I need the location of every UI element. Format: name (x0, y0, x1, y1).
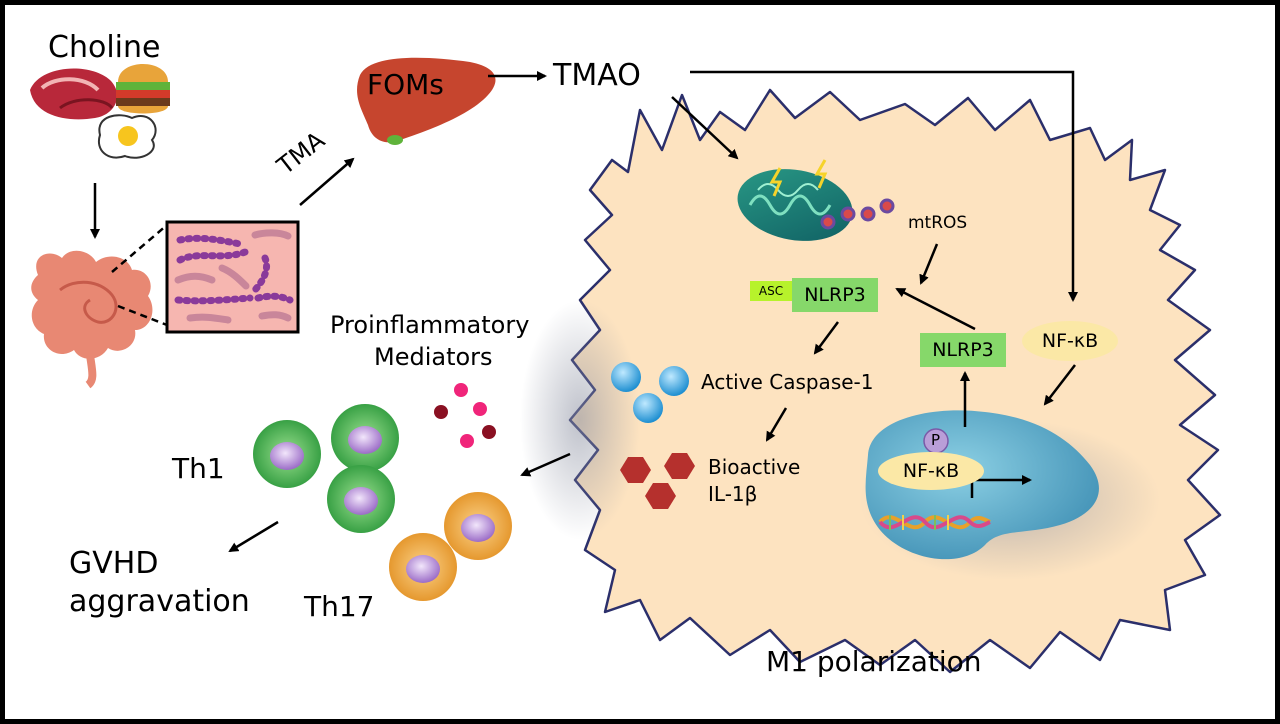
cell-shadow (520, 300, 640, 540)
mtros-label: mtROS (908, 213, 968, 233)
caspase-dot (611, 362, 641, 392)
il1b-hexagon (645, 483, 676, 509)
tmao-label: TMAO (553, 58, 641, 93)
il1b-hexagon (620, 457, 651, 483)
mediator-dot (454, 383, 468, 397)
il1b-label: IL-1β (708, 482, 758, 506)
arrow-cell-to-th (520, 452, 571, 477)
mediator-dot (473, 402, 487, 416)
th17-label: Th17 (304, 590, 375, 623)
th1-cell (331, 404, 399, 472)
foms-label: FOMs (367, 68, 444, 101)
intestine-icon (31, 250, 153, 389)
th17-cell (444, 492, 512, 560)
caspase-dot (659, 366, 689, 396)
m1-polarization-label: M1 polarization (766, 645, 982, 678)
asc-box: ASC (750, 281, 792, 301)
mediator-dot (434, 405, 448, 419)
mtros-dot (820, 214, 836, 230)
zoom-line (111, 224, 168, 273)
il1b-hexagon (664, 453, 695, 479)
dna-icon (878, 515, 991, 530)
arrow-tmao-to-nfkb (690, 70, 1078, 302)
bacteria-icon (174, 229, 294, 324)
phosphate-label: P (931, 431, 941, 449)
proinflammatory-label: Proinflammatory (330, 311, 530, 339)
active-caspase-label: Active Caspase-1 (701, 370, 874, 394)
arrow-caspase-to-il1b (765, 407, 788, 442)
meat-icon (30, 68, 118, 120)
mediator-dot (482, 425, 496, 439)
egg-icon (97, 114, 157, 159)
th1-cell (327, 465, 395, 533)
arrow-nfkb-to-nucleus (1043, 364, 1076, 406)
arrow-mtros-to-nlrp3 (919, 243, 939, 285)
nlrp3-box: NLRP3 (920, 333, 1006, 367)
nlrp3-complex-box: NLRP3 (792, 278, 878, 312)
burger-icon (116, 64, 170, 114)
zoom-line (117, 304, 168, 327)
th1-label: Th1 (172, 452, 225, 485)
arrow-nlrp3-to-complex (895, 287, 976, 331)
mtros-dot (840, 206, 856, 222)
arrow-th-to-gvhd (228, 520, 279, 553)
mtros-dot (860, 206, 876, 222)
liver-icon (357, 57, 496, 145)
arrow-tmao-to-mito (671, 96, 739, 160)
nfkb-nucleus-ellipse: NF-κB (878, 452, 984, 490)
gvhd-label: GVHD (69, 546, 159, 581)
th1-cell (253, 420, 321, 488)
th17-cell (389, 533, 457, 601)
arrow-tma-to-liver (299, 157, 355, 206)
arrow-complex-to-caspase (813, 321, 840, 355)
mediators-label: Mediators (374, 343, 493, 371)
choline-label: Choline (48, 30, 161, 65)
mediator-dot (460, 434, 474, 448)
mtros-dot (879, 198, 895, 214)
caspase-dot (633, 393, 663, 423)
nfkb-ellipse: NF-κB (1022, 321, 1118, 361)
aggravation-label: aggravation (69, 584, 250, 619)
bioactive-label: Bioactive (708, 455, 801, 479)
